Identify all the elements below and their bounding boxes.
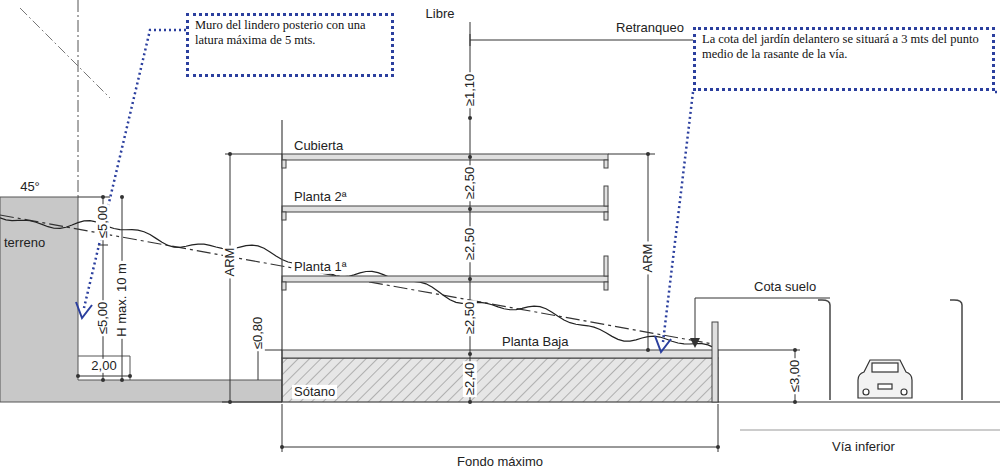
rear-wall — [0, 197, 282, 402]
dimension-label: ≥2,40 — [463, 361, 477, 397]
road-line — [740, 430, 1000, 431]
dimension-label: terreno — [2, 236, 47, 250]
dimension-label: ≥1,10 — [463, 72, 477, 108]
dimension-label: Cota suelo — [752, 280, 818, 294]
dimension-label: ≤5,00 — [96, 204, 110, 240]
dimension-label: Planta 2ª — [292, 190, 349, 204]
callout-text: Muro del lindero posterio con una latura… — [195, 18, 385, 48]
dimension-label: Planta 1ª — [292, 260, 349, 274]
dimension-label: ≤0,80 — [251, 315, 265, 351]
slab — [282, 206, 608, 212]
callout-leader — [84, 30, 186, 308]
plot-axis — [78, 0, 79, 197]
callout-leader — [663, 92, 1000, 342]
dimension-label: ≥2,50 — [463, 165, 477, 201]
roof-slab — [282, 154, 608, 160]
dimension-label: ≤3,00 — [788, 358, 802, 394]
dimension-label: 45° — [18, 180, 42, 194]
dimension-label: Libre — [424, 7, 457, 21]
dimension-label: Sótano — [292, 385, 337, 399]
ground-slab — [282, 350, 718, 358]
column-stubs — [282, 160, 608, 290]
dimension-label: ARM — [641, 242, 655, 275]
basement — [282, 358, 718, 402]
dimension-label: 2,00 — [89, 359, 118, 373]
dimension-label: Planta Baja — [500, 335, 571, 349]
callout-box: Muro del lindero posterio con una latura… — [186, 13, 394, 77]
dimension-label: ≤5,00 — [96, 300, 110, 336]
dimension-label: ≥2,50 — [463, 300, 477, 336]
car — [858, 360, 912, 398]
dimension-lines — [78, 22, 800, 452]
callout-text: La cota del jardín delantero se situará … — [702, 32, 986, 62]
callout-arrowhead — [655, 336, 671, 352]
dimension-label: ARM — [223, 246, 237, 279]
callout-arrowhead — [76, 302, 92, 318]
dimension-label: ≥2,50 — [463, 226, 477, 262]
street-level — [718, 401, 1000, 402]
dimension-label: Vía inferior — [830, 440, 897, 454]
front-wall — [712, 322, 718, 402]
dimension-label: H max. 10 m — [115, 261, 129, 339]
dimension-label: Retranqueo — [614, 21, 686, 35]
dimension-ticks — [76, 116, 797, 449]
slab — [282, 276, 608, 282]
callout-box: La cota del jardín delantero se situará … — [693, 27, 995, 91]
level-arrow — [690, 338, 700, 348]
angle-45-line — [20, 8, 110, 98]
dimension-label: Cubierta — [292, 139, 345, 153]
level-leader — [695, 298, 830, 340]
dimension-label: Fondo máximo — [455, 455, 545, 469]
street-lamp — [818, 300, 962, 400]
